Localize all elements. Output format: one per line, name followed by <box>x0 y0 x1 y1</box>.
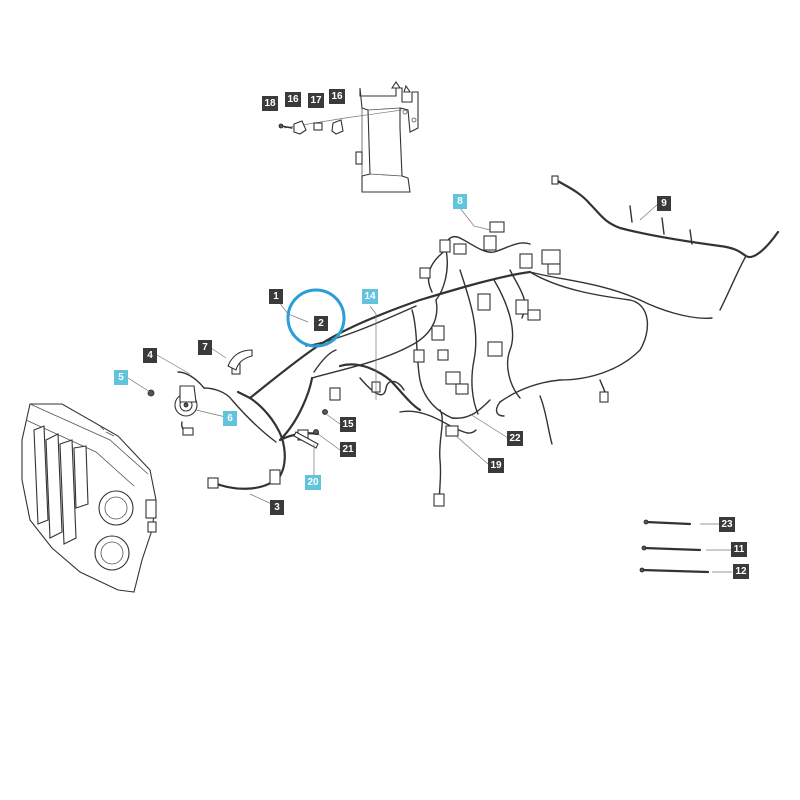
cable-tie-23 <box>643 519 692 526</box>
callout-4: 4 <box>143 348 157 363</box>
callout-9: 9 <box>657 196 671 211</box>
callout-18: 18 <box>262 96 278 111</box>
callout-21: 21 <box>340 442 356 457</box>
connectors <box>207 221 609 507</box>
cable-tie-11 <box>641 545 702 552</box>
mounting-bracket <box>355 81 419 193</box>
dashboard-harness <box>551 175 780 311</box>
leader-lines <box>127 203 732 573</box>
clip-21 <box>313 429 319 435</box>
callout-6: 6 <box>223 411 237 426</box>
callout-16: 16 <box>329 89 345 104</box>
callout-1: 1 <box>269 289 283 304</box>
callout-15: 15 <box>340 417 356 432</box>
callout-8: 8 <box>453 194 467 209</box>
callout-17: 17 <box>308 93 324 108</box>
callout-2: 2 <box>314 316 328 331</box>
main-wiring-harness <box>177 236 713 505</box>
callout-19: 19 <box>488 458 504 473</box>
callout-20: 20 <box>305 475 321 490</box>
callout-22: 22 <box>507 431 523 446</box>
cable-tie-12 <box>639 567 710 574</box>
horn <box>147 385 198 436</box>
callout-11: 11 <box>731 542 747 557</box>
callout-12: 12 <box>733 564 749 579</box>
callout-5: 5 <box>114 370 128 385</box>
callout-7: 7 <box>198 340 212 355</box>
callout-14: 14 <box>362 289 378 304</box>
bracket-hardware <box>278 109 403 135</box>
sleeve-20 <box>293 431 319 449</box>
callout-23: 23 <box>719 517 735 532</box>
highlight-circle <box>286 288 346 348</box>
callout-3: 3 <box>270 500 284 515</box>
callout-16: 16 <box>285 92 301 107</box>
clip-15 <box>322 409 328 415</box>
front-grille <box>21 403 157 593</box>
grommet-7 <box>227 349 253 371</box>
